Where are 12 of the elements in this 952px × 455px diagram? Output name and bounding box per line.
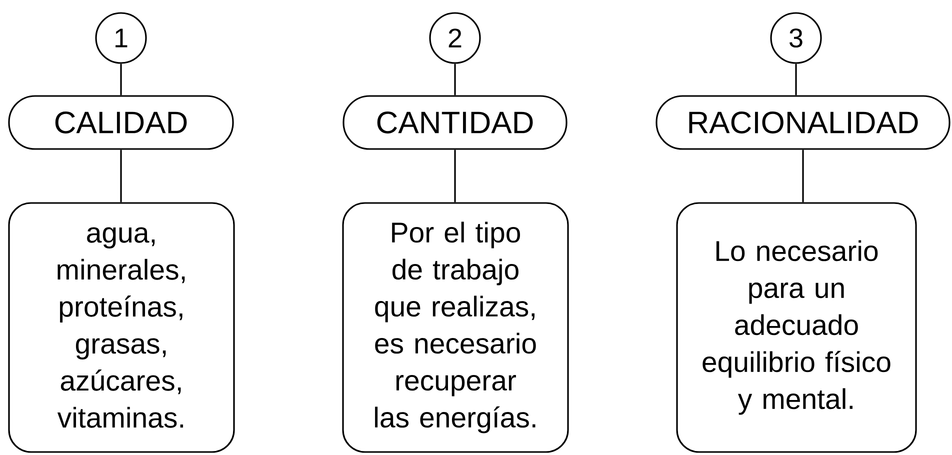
description-box: Lo necesario para un adecuado equilibrio físico y mental.	[676, 202, 917, 453]
category-pill: RACIONALIDAD	[656, 95, 950, 150]
connector-line	[454, 150, 456, 202]
description-box: Por el tipo de trabajo que realizas, es necesario recuperar las energías.	[342, 202, 569, 453]
connector-line	[795, 64, 797, 96]
category-pill: CALIDAD	[8, 95, 234, 150]
connector-line	[454, 64, 456, 96]
connector-line	[120, 64, 122, 96]
connector-line	[120, 150, 122, 202]
description-box: agua, minerales, proteínas, grasas, azúcares, vitaminas.	[8, 202, 235, 453]
connector-line	[802, 150, 804, 202]
category-pill: CANTIDAD	[342, 95, 568, 150]
